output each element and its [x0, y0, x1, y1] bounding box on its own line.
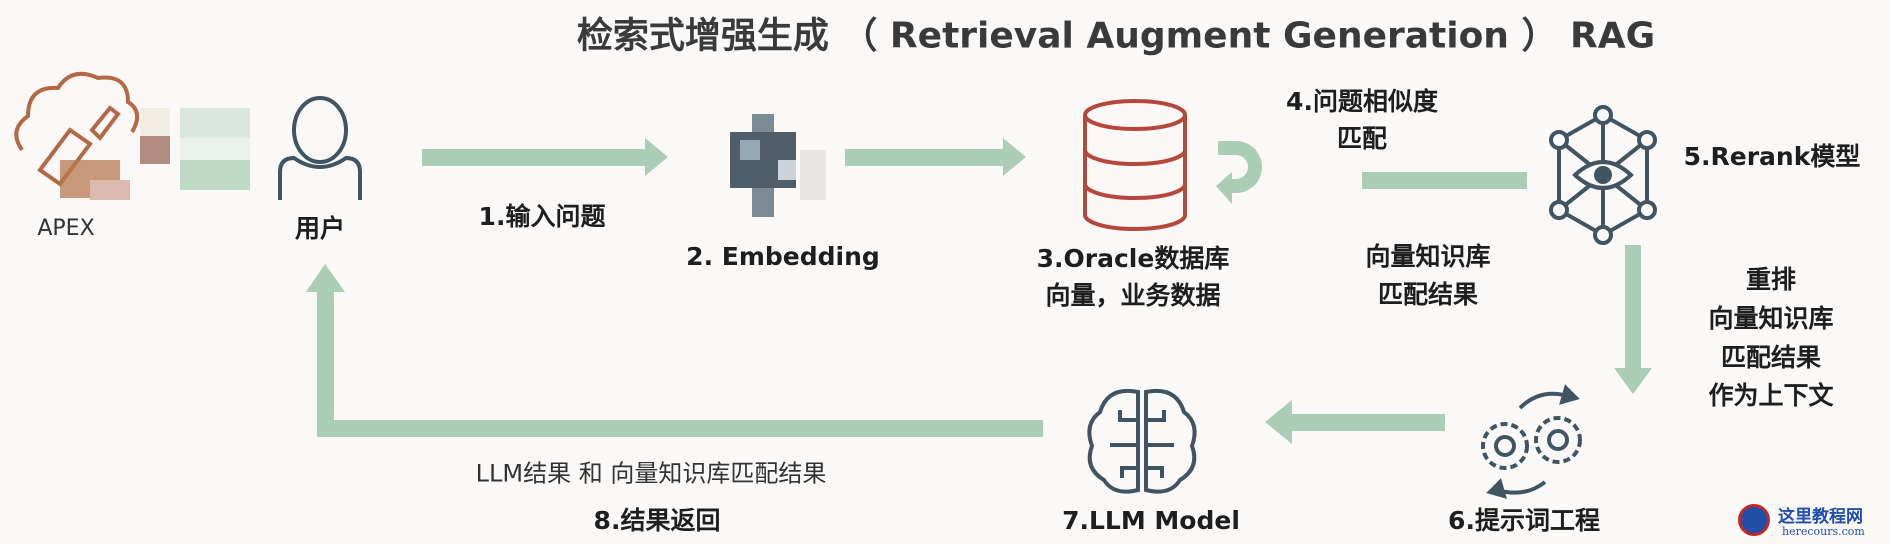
- return-label-line2: 8.结果返回: [593, 506, 721, 535]
- rerank-desc-line: 作为上下文: [1708, 381, 1834, 410]
- watermark-logo-icon: [1738, 504, 1770, 536]
- return-label-line1: LLM结果 和 向量知识库匹配结果: [475, 459, 827, 488]
- arrow-embedding-to-db: [845, 149, 1005, 166]
- apex-cloud-icon: [14, 71, 140, 187]
- arrow-prompt-to-llm: [1290, 414, 1445, 431]
- watermark: 这里教程网 herecours.com: [1738, 502, 1888, 542]
- arrow-return-horizontal: [317, 420, 1043, 437]
- rerank-label: 5.Rerank模型: [1683, 142, 1861, 171]
- rerank-desc-line: 重排: [1745, 265, 1797, 294]
- database-icon: [1083, 99, 1187, 231]
- arrowhead: [645, 138, 668, 176]
- step1-label: 1.输入问题: [478, 202, 606, 231]
- arrowhead: [1003, 138, 1026, 176]
- pixelated-area: [60, 108, 250, 200]
- rerank-desc-line: 向量知识库: [1708, 304, 1834, 333]
- step4-label-line2: 匹配: [1336, 124, 1388, 153]
- arrowhead-up: [306, 264, 345, 292]
- arrow-return-vertical: [317, 290, 334, 437]
- arrow-match-to-rerank: [1362, 172, 1527, 189]
- database-label-line2: 向量，业务数据: [1045, 281, 1221, 310]
- match-label-line1: 向量知识库: [1365, 242, 1491, 271]
- match-label-line2: 匹配结果: [1377, 280, 1479, 309]
- apex-label: APEX: [37, 215, 95, 241]
- embedding-label: 2. Embedding: [686, 242, 880, 271]
- diagram-title: 检索式增强生成 （ Retrieval Augment Generation ）…: [576, 15, 1656, 57]
- network-eye-icon: [1549, 105, 1657, 245]
- gears-icon: [1481, 384, 1582, 499]
- prompt-label: 6.提示词工程: [1448, 506, 1600, 535]
- arrow-input: [422, 149, 647, 166]
- embedding-icon: [730, 114, 826, 217]
- user-label: 用户: [294, 214, 346, 243]
- watermark-url: herecours.com: [1782, 525, 1865, 538]
- database-label-line1: 3.Oracle数据库: [1036, 244, 1230, 273]
- step4-label-line1: 4.问题相似度: [1286, 87, 1438, 116]
- rerank-desc-line: 匹配结果: [1720, 343, 1822, 372]
- brain-icon: [1087, 389, 1197, 494]
- watermark-name: 这里教程网: [1778, 507, 1863, 527]
- llm-label: 7.LLM Model: [1062, 506, 1240, 535]
- arrow-rerank-to-prompt: [1625, 245, 1641, 370]
- similarity-loop-arrow: [1218, 141, 1262, 193]
- user-icon: [278, 96, 362, 200]
